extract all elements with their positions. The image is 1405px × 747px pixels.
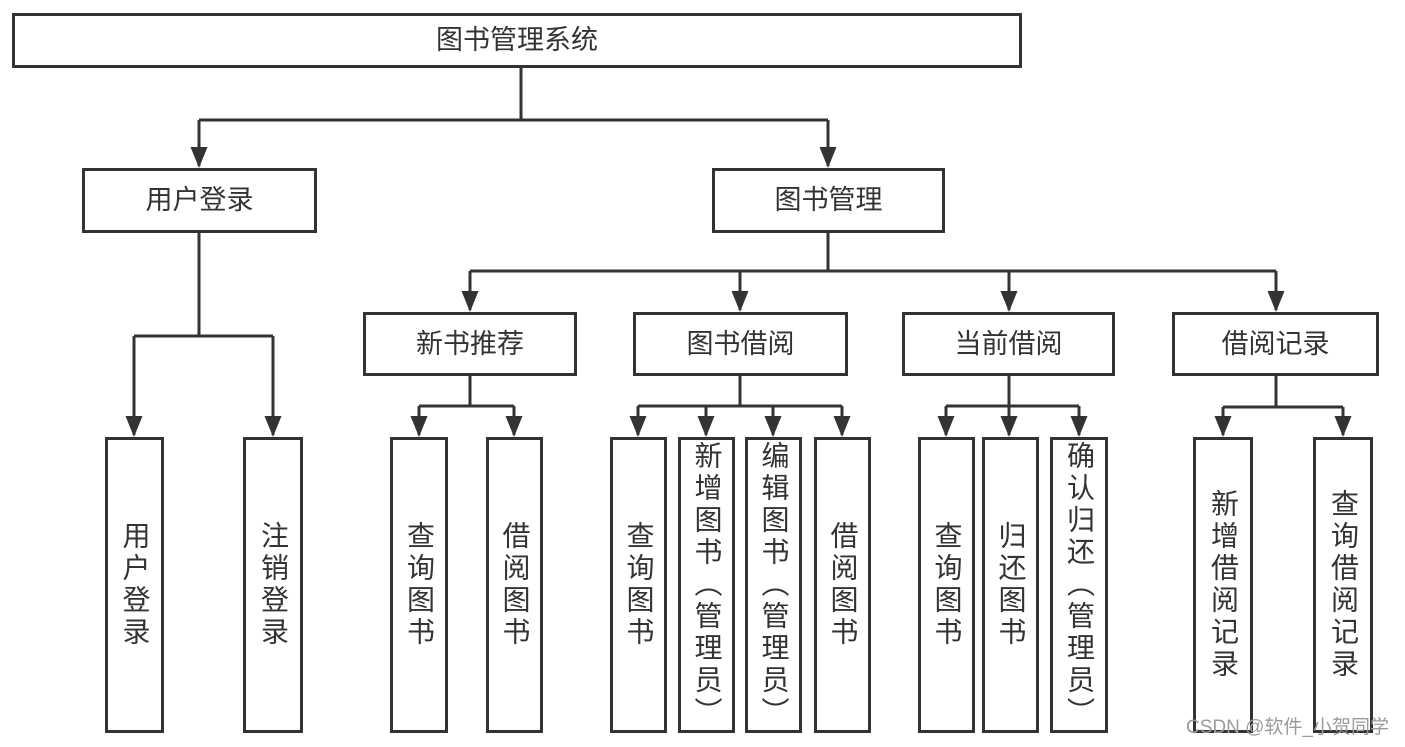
leaf-cb-query-books: 查询图书	[918, 437, 975, 733]
leaf-cb-return-books: 归还图书	[982, 437, 1039, 733]
node-book-management: 图书管理	[712, 168, 945, 233]
node-current-borrowing: 当前借阅	[902, 312, 1115, 376]
node-book-borrowing: 图书借阅	[633, 312, 848, 376]
leaf-rec-borrow-books: 借阅图书	[486, 437, 543, 733]
node-root-system: 图书管理系统	[12, 13, 1022, 68]
node-new-book-recommendation: 新书推荐	[363, 312, 577, 376]
leaf-bb-edit-books-admin: 编辑图书（管理员）	[745, 437, 802, 733]
csdn-watermark: CSDN @软件_小贺同学	[1186, 717, 1389, 738]
leaf-cb-confirm-return-admin: 确认归还（管理员）	[1050, 437, 1108, 733]
leaf-bb-add-books-admin: 新增图书（管理员）	[678, 437, 735, 733]
node-user-login: 用户登录	[82, 168, 317, 233]
leaf-bb-query-books: 查询图书	[610, 437, 667, 733]
leaf-bb-borrow-books: 借阅图书	[814, 437, 871, 733]
leaf-logout: 注销登录	[243, 437, 303, 733]
leaf-rec-query-books: 查询图书	[390, 437, 448, 733]
node-borrowing-records: 借阅记录	[1172, 312, 1379, 376]
leaf-br-query-record: 查询借阅记录	[1313, 437, 1373, 733]
leaf-br-add-record: 新增借阅记录	[1193, 437, 1253, 733]
leaf-user-login: 用户登录	[105, 437, 164, 733]
